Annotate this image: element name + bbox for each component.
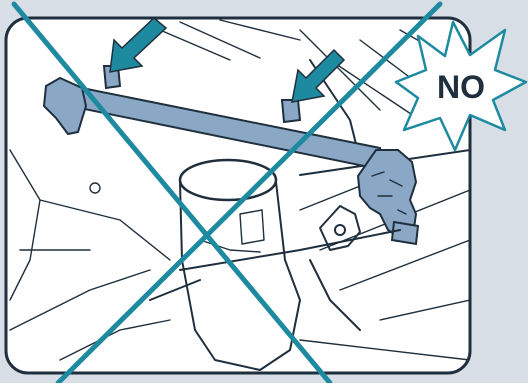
no-label: NO (437, 69, 485, 105)
right-stud (282, 100, 300, 122)
right-connector (392, 222, 418, 244)
